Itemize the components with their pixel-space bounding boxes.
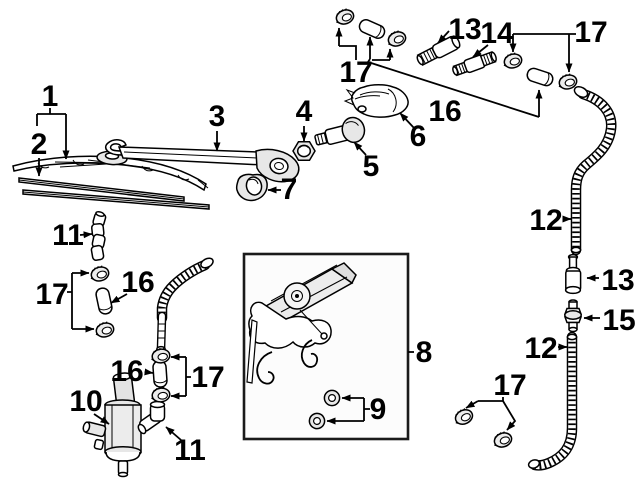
label-17-clamps-topright: 17 <box>574 16 607 49</box>
leader-label-16-top-diagonal <box>366 58 540 118</box>
label-2-refill: 2 <box>31 128 48 161</box>
pivot-cover <box>343 84 409 118</box>
leader-label-17-left <box>67 273 73 329</box>
label-14-connector: 14 <box>480 17 514 50</box>
callout-labels: 1 2 3 4 5 6 7 8 9 10 11 11 12 12 13 13 1… <box>31 13 636 467</box>
label-11-connector-top: 11 <box>52 219 84 252</box>
leader-label-11-bottom-arrow <box>165 426 182 441</box>
washer-pump <box>82 372 142 478</box>
hose-connector-15 <box>563 299 583 333</box>
leader-lines <box>35 27 600 441</box>
leader-label-16-left-arrow <box>110 293 128 304</box>
arm-mounting-nut <box>292 140 316 162</box>
label-13-valve-right: 13 <box>601 264 634 297</box>
wiper-blade-refill <box>18 177 210 210</box>
label-7-grommet: 7 <box>281 173 298 206</box>
label-17-clamps-left: 17 <box>35 278 68 311</box>
label-16-segment-mid: 16 <box>110 355 143 388</box>
label-11-elbow: 11 <box>174 434 206 467</box>
label-9-motor-nuts: 9 <box>370 393 387 426</box>
wiper-arm <box>104 139 300 189</box>
leader-label-10-arrow <box>93 413 110 425</box>
leader-label-14-arrow <box>472 44 489 58</box>
leader-label-17-topleft <box>339 45 390 61</box>
pivot-grommet <box>235 173 268 202</box>
label-15-connector: 15 <box>602 304 635 337</box>
leader-label-13-top-arrow <box>437 30 450 44</box>
pump-hose <box>156 257 214 354</box>
label-5-nozzle: 5 <box>363 150 380 183</box>
leader-label-17-bottomright <box>478 397 504 402</box>
rear-wiper-motor <box>246 262 357 385</box>
label-8-motor: 8 <box>416 336 433 369</box>
label-17-clamps-topleft: 17 <box>339 56 372 89</box>
elbow-connector-11 <box>137 400 166 435</box>
washer-hose-upper <box>570 86 617 256</box>
leader-label-17-mid <box>185 357 191 396</box>
leader-label-6-arrow <box>399 112 415 129</box>
hose-connector-14 <box>452 50 497 77</box>
leader-label-17-bottomright-arrow-a <box>465 400 479 409</box>
label-12-hose-upper: 12 <box>529 204 562 237</box>
leader-label-11-top-arrow <box>79 231 93 239</box>
leader-label-5-arrow <box>353 141 367 156</box>
label-17-clamps-botright: 17 <box>493 369 526 402</box>
leader-label-1 <box>36 108 66 126</box>
label-16-segment-top: 16 <box>428 95 461 128</box>
hose-connector-11-top <box>90 211 107 261</box>
washer-hose-lower <box>527 331 578 471</box>
leader-label-9 <box>363 398 370 421</box>
label-17-clamps-mid: 17 <box>191 361 224 394</box>
label-10-pump: 10 <box>69 385 102 418</box>
label-6-cover: 6 <box>410 120 427 153</box>
label-13-valve-top: 13 <box>448 13 481 46</box>
label-16-segment-left: 16 <box>121 266 154 299</box>
label-1-wiper-blade: 1 <box>42 80 59 113</box>
label-12-hose-lower: 12 <box>524 332 557 365</box>
label-4-nut: 4 <box>296 95 313 128</box>
label-3-wiper-arm: 3 <box>209 100 226 133</box>
leader-label-16-mid-arrow <box>144 368 154 376</box>
leader-label-17-bottomright-arrow-b <box>502 400 517 431</box>
check-valve-right <box>564 253 582 295</box>
